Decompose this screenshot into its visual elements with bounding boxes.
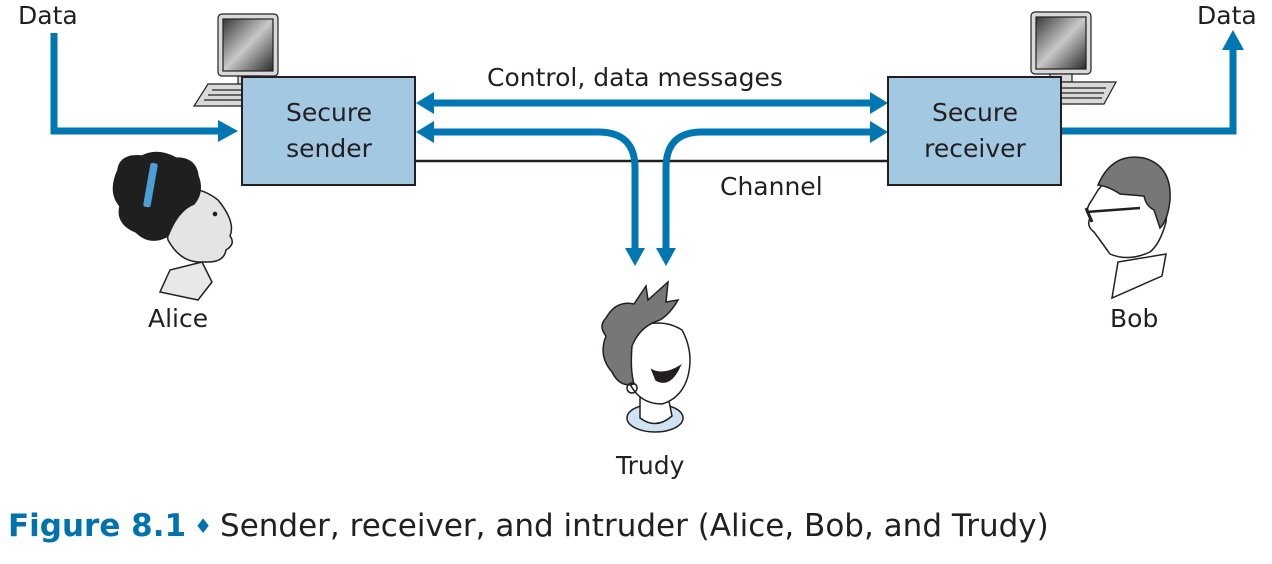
messages-arrowhead-left [416, 92, 434, 114]
output-data-label: Data [1197, 1, 1257, 30]
input-data-label: Data [18, 1, 78, 30]
bob-label: Bob [1110, 304, 1158, 333]
sender-label-line1: Secure [286, 98, 372, 127]
alice-figure [112, 151, 233, 301]
trudy-label: Trudy [615, 451, 685, 480]
intercept-path-left [432, 128, 639, 250]
caption-text: Sender, receiver, and intruder (Alice, B… [220, 508, 1049, 544]
intercept-right-arrowhead-receiver [870, 121, 888, 143]
alice-label: Alice [148, 304, 208, 333]
trudy-figure [601, 280, 691, 433]
caption-separator-icon: ♦ [194, 514, 213, 538]
receiver-label-line1: Secure [932, 98, 1018, 127]
intercept-left-arrowhead-trudy [625, 248, 645, 266]
output-data-arrow [1062, 48, 1237, 135]
input-arrowhead [218, 120, 238, 142]
intercept-path-right [662, 128, 872, 250]
figure-number: Figure 8.1 [8, 508, 187, 544]
messages-arrowhead-right [870, 92, 888, 114]
secure-sender-box [241, 76, 416, 186]
channel-label: Channel [720, 172, 823, 201]
receiver-label-line2: receiver [924, 134, 1026, 163]
bob-figure [1084, 156, 1171, 300]
intercept-left-arrowhead-sender [416, 121, 434, 143]
figure-caption: Figure 8.1 ♦ Sender, receiver, and intrude… [8, 508, 1049, 544]
secure-receiver-box [887, 76, 1062, 186]
input-data-arrow [50, 33, 222, 135]
output-arrowhead [1222, 30, 1244, 50]
sender-label-line2: sender [286, 134, 373, 163]
messages-label: Control, data messages [487, 63, 783, 92]
intercept-right-arrowhead-trudy [656, 248, 676, 266]
